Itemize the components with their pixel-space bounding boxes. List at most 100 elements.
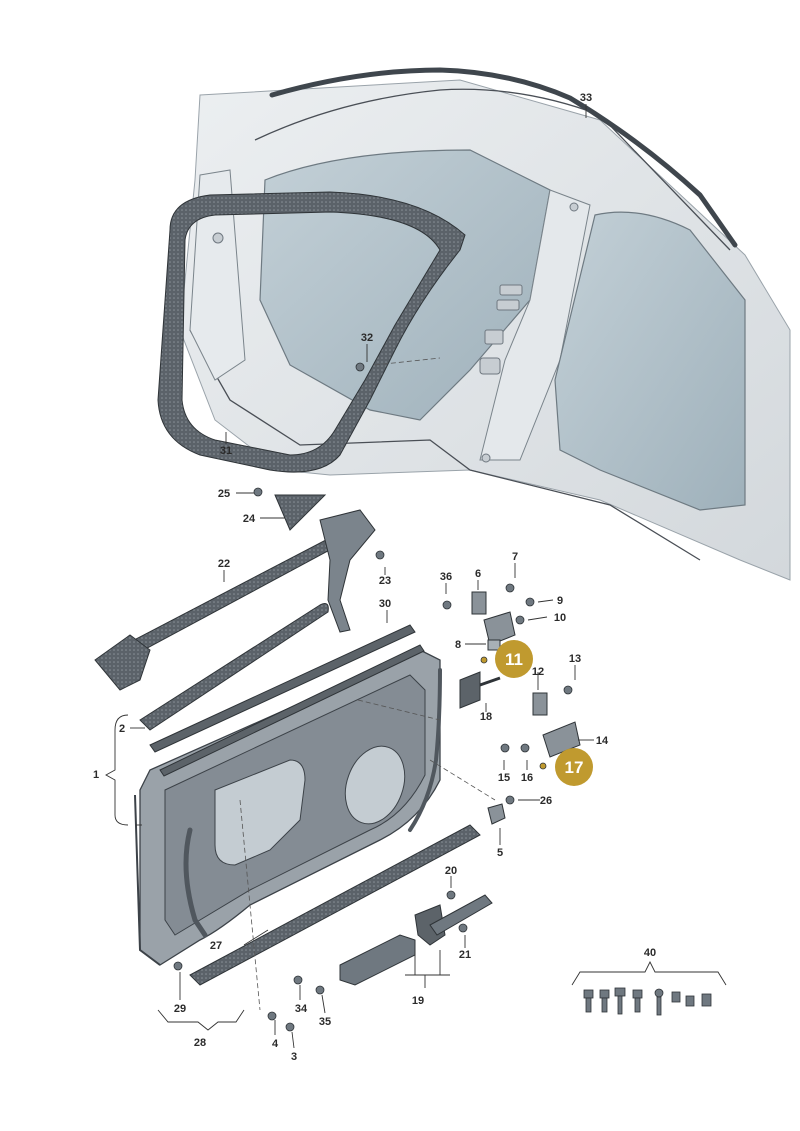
- screw-icon: [505, 583, 515, 593]
- label-23: 23: [379, 575, 391, 587]
- bolt-icon: [583, 989, 594, 999]
- rear-window-glass: [554, 211, 746, 511]
- upper-hinge-group: [471, 591, 516, 651]
- a-pillar: [189, 169, 246, 381]
- rivet-icon: [654, 988, 664, 998]
- highlight-badge-17[interactable]: 17: [555, 748, 593, 786]
- bolt-icon: [614, 987, 626, 997]
- door-frame-seal: [157, 191, 466, 473]
- label-21: 21: [459, 949, 471, 961]
- label-25: 25: [218, 488, 230, 500]
- door-bottom-seal: [189, 824, 481, 986]
- part-labels: 33 32 31 25 24 22 23 30 36 6 7 9 10 8 13…: [93, 92, 656, 1063]
- roof-edge: [254, 88, 731, 251]
- screw-icon: [563, 685, 573, 695]
- bolt-icon: [617, 995, 623, 1015]
- screw-icon: [442, 600, 452, 610]
- highlight-label-17: 17: [565, 758, 584, 777]
- screw-icon: [505, 795, 515, 805]
- pillar-hole: [481, 453, 491, 463]
- door-outer-skin-edge: [134, 794, 161, 966]
- pillar-hole: [212, 232, 224, 244]
- upper-hinge-arm: [483, 611, 516, 646]
- lower-hinge-plate: [532, 692, 548, 716]
- door-handle-grip: [339, 934, 416, 986]
- screw-icon: [375, 550, 385, 560]
- mirror-bracket-arm: [319, 509, 376, 633]
- label-26: 26: [540, 795, 552, 807]
- label-1: 1: [93, 769, 99, 781]
- label-27: 27: [210, 940, 222, 952]
- screw-icon: [253, 487, 263, 497]
- highlight-badge-circle: [555, 748, 593, 786]
- door-opening-seal-vertical: [408, 668, 442, 832]
- label-32: 32: [361, 332, 373, 344]
- upper-hinge-pin: [487, 639, 501, 651]
- label-4: 4: [272, 1038, 279, 1050]
- clip-icon: [671, 991, 681, 1003]
- window-belt-seal-outer: [149, 624, 416, 753]
- pillar-slot: [484, 329, 504, 345]
- label-12: 12: [532, 666, 544, 678]
- upper-hinge-plate: [471, 591, 487, 615]
- screw-icon: [539, 762, 547, 770]
- label-22: 22: [218, 558, 230, 570]
- label-5: 5: [497, 847, 503, 859]
- clip-icon: [685, 995, 695, 1007]
- screw-icon: [446, 890, 456, 900]
- screw-icon: [355, 362, 365, 372]
- fastener-kit: [583, 987, 712, 1016]
- pillar-slot: [499, 284, 523, 296]
- label-14: 14: [596, 735, 609, 747]
- screw-icon: [500, 743, 510, 753]
- highlight-badge-11[interactable]: 11: [495, 640, 533, 678]
- mirror-triangle-cover: [274, 494, 327, 531]
- rivet-icon: [656, 996, 662, 1016]
- car-body-shell: [179, 79, 791, 581]
- screw-icon: [458, 923, 468, 933]
- clip-icon: [701, 993, 712, 1007]
- bolt-icon: [585, 997, 592, 1013]
- screw-icon: [480, 656, 488, 664]
- roof-molding-strip: [269, 67, 738, 248]
- label-24: 24: [243, 513, 256, 525]
- b-pillar: [479, 189, 591, 461]
- door-cutout-left: [214, 759, 306, 866]
- screw-icon: [173, 961, 183, 971]
- lower-hinge-group: [532, 692, 581, 758]
- door-handle-carrier: [429, 894, 493, 936]
- label-30: 30: [379, 598, 391, 610]
- door-inner-seal: [183, 827, 208, 938]
- label-28: 28: [194, 1037, 206, 1049]
- front-window-glass: [259, 149, 551, 421]
- label-18: 18: [480, 711, 492, 723]
- label-15: 15: [498, 772, 510, 784]
- speaker-cutout: [344, 745, 406, 825]
- label-20: 20: [445, 865, 457, 877]
- pillar-hole: [569, 202, 579, 212]
- label-2: 2: [119, 723, 125, 735]
- lower-hinge-arm: [542, 721, 581, 758]
- pillar-slot: [496, 299, 520, 311]
- window-belt-trim: [139, 603, 329, 731]
- screw-icon: [520, 743, 530, 753]
- label-33: 33: [580, 92, 592, 104]
- label-40: 40: [644, 947, 656, 959]
- bolt-icon: [599, 989, 610, 999]
- highlight-badge-circle: [495, 640, 533, 678]
- window-guide-bracket: [94, 634, 151, 691]
- door-opening-sill: [189, 329, 701, 561]
- screw-icon: [315, 985, 325, 995]
- screw-icon: [515, 615, 525, 625]
- label-13: 13: [569, 653, 581, 665]
- label-19: 19: [412, 995, 424, 1007]
- label-7: 7: [512, 551, 518, 563]
- label-16: 16: [521, 772, 533, 784]
- label-34: 34: [295, 1003, 308, 1015]
- check-strap-bolt: [479, 676, 501, 687]
- bolt-icon: [601, 997, 608, 1013]
- pillar-slot: [479, 357, 501, 375]
- window-guide-rail: [114, 529, 353, 661]
- label-29: 29: [174, 1003, 186, 1015]
- label-9: 9: [557, 595, 563, 607]
